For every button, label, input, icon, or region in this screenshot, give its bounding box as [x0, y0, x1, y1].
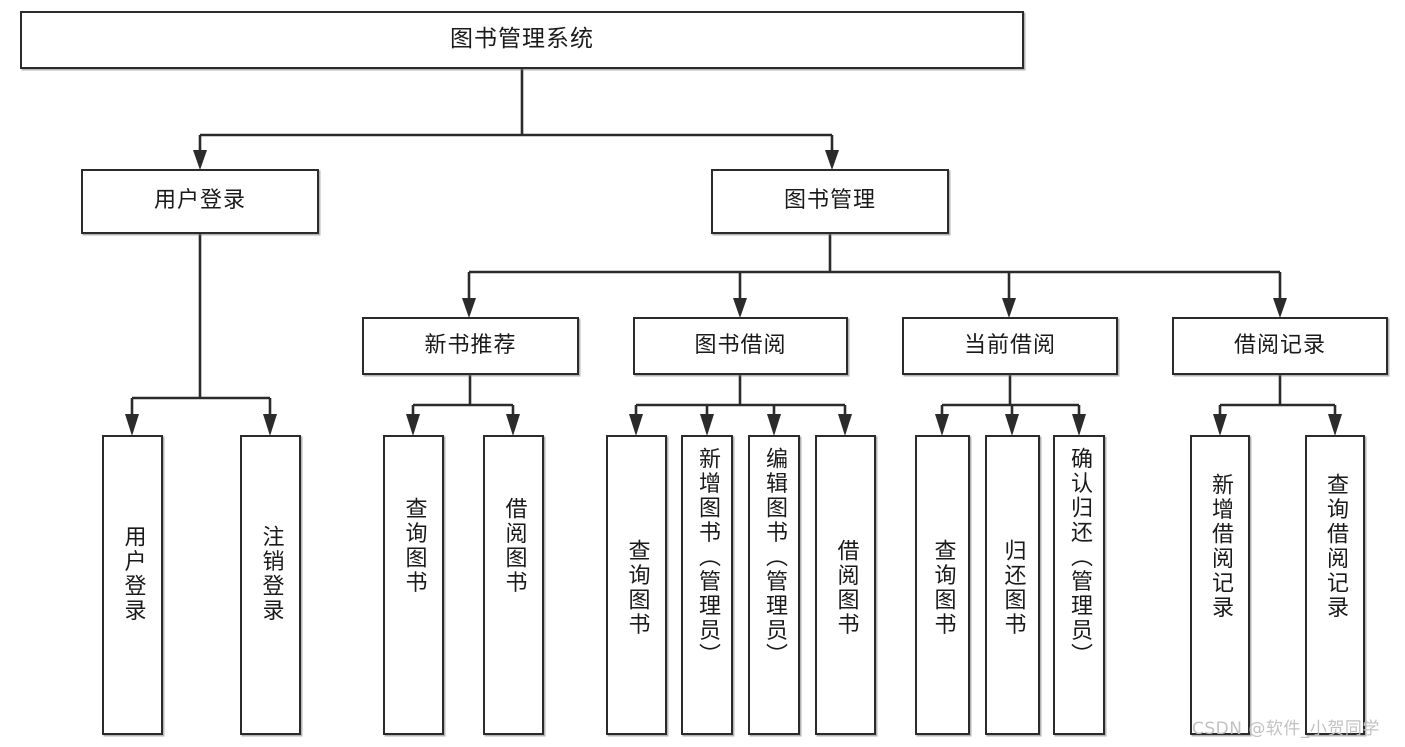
- node-leaf-query-book-1[interactable]: 查询图书: [383, 435, 444, 735]
- node-leaf-borrow-book-1[interactable]: 借阅图书: [483, 435, 544, 735]
- node-book-borrow[interactable]: 图书借阅: [633, 317, 848, 375]
- node-label: 查询图书: [930, 539, 956, 637]
- node-label: 图书管理: [783, 188, 876, 214]
- node-label: 用户登录: [153, 188, 246, 214]
- node-new-book-rec[interactable]: 新书推荐: [362, 317, 579, 375]
- arrow-to-user-login: [193, 150, 207, 170]
- arrow-to-newbook: [462, 298, 476, 318]
- arrow-to-leaf-return-book: [1005, 414, 1019, 436]
- node-label: 编辑图书（管理员）: [761, 447, 787, 668]
- node-label: 借阅图书: [833, 539, 859, 637]
- arrow-to-bookborrow: [733, 298, 747, 318]
- node-label: 新增借阅记录: [1207, 473, 1233, 620]
- node-label: 确认归还（管理员）: [1066, 447, 1092, 668]
- arrow-to-leaf-add-book: [700, 414, 714, 436]
- arrow-to-leaf-confirm-return: [1072, 414, 1086, 436]
- arrow-to-leaf-query-book-3: [935, 414, 949, 436]
- arrow-to-borrowrecord: [1273, 298, 1287, 318]
- arrow-to-leaf-query-book-2: [629, 414, 643, 436]
- node-book-manage[interactable]: 图书管理: [711, 169, 949, 234]
- arrow-to-currentborrow: [1002, 298, 1016, 318]
- node-leaf-query-record[interactable]: 查询借阅记录: [1305, 435, 1365, 735]
- node-label: 图书管理系统: [450, 26, 594, 53]
- node-label: 新书推荐: [424, 332, 517, 358]
- node-label: 注销登录: [258, 525, 284, 623]
- node-borrow-record[interactable]: 借阅记录: [1172, 317, 1388, 375]
- arrow-to-leaf-query-record: [1328, 414, 1342, 436]
- node-root-图书管理系统[interactable]: 图书管理系统: [20, 11, 1024, 69]
- arrow-to-leaf-edit-book: [767, 414, 781, 436]
- node-leaf-user-login[interactable]: 用户登录: [102, 435, 163, 735]
- node-leaf-user-logout[interactable]: 注销登录: [240, 435, 301, 735]
- node-label: 查询借阅记录: [1322, 473, 1348, 620]
- node-user-login[interactable]: 用户登录: [81, 169, 319, 234]
- node-label: 新增图书（管理员）: [694, 447, 720, 668]
- node-leaf-query-book-3[interactable]: 查询图书: [915, 435, 970, 735]
- node-current-borrow[interactable]: 当前借阅: [902, 317, 1118, 375]
- node-label: 当前借阅: [963, 332, 1056, 358]
- arrow-to-leaf-query-book-1: [406, 414, 420, 436]
- arrow-to-leaf-add-record: [1213, 414, 1227, 436]
- csdn-watermark: CSDN @软件_小贺同学: [1192, 719, 1380, 739]
- arrowhead-group: [125, 150, 1342, 436]
- node-leaf-return-book[interactable]: 归还图书: [985, 435, 1040, 735]
- node-label: 查询图书: [624, 539, 650, 637]
- node-label: 查询图书: [401, 497, 427, 595]
- node-leaf-query-book-2[interactable]: 查询图书: [606, 435, 667, 735]
- node-leaf-add-record[interactable]: 新增借阅记录: [1190, 435, 1250, 735]
- arrow-to-leaf-borrow-book-1: [506, 414, 520, 436]
- arrow-to-leaf-user-login: [125, 414, 139, 436]
- arrow-to-leaf-user-logout: [263, 414, 277, 436]
- node-label: 借阅图书: [501, 497, 527, 595]
- arrow-to-leaf-borrow-book-2: [838, 414, 852, 436]
- node-label: 归还图书: [1000, 539, 1026, 637]
- node-label: 借阅记录: [1233, 332, 1326, 358]
- node-label: 图书借阅: [694, 332, 787, 358]
- node-leaf-confirm-return[interactable]: 确认归还（管理员）: [1053, 435, 1105, 735]
- node-leaf-edit-book[interactable]: 编辑图书（管理员）: [748, 435, 800, 735]
- arrow-to-book-manage: [825, 150, 839, 170]
- node-label: 用户登录: [120, 525, 146, 623]
- node-leaf-add-book[interactable]: 新增图书（管理员）: [681, 435, 733, 735]
- node-leaf-borrow-book-2[interactable]: 借阅图书: [815, 435, 876, 735]
